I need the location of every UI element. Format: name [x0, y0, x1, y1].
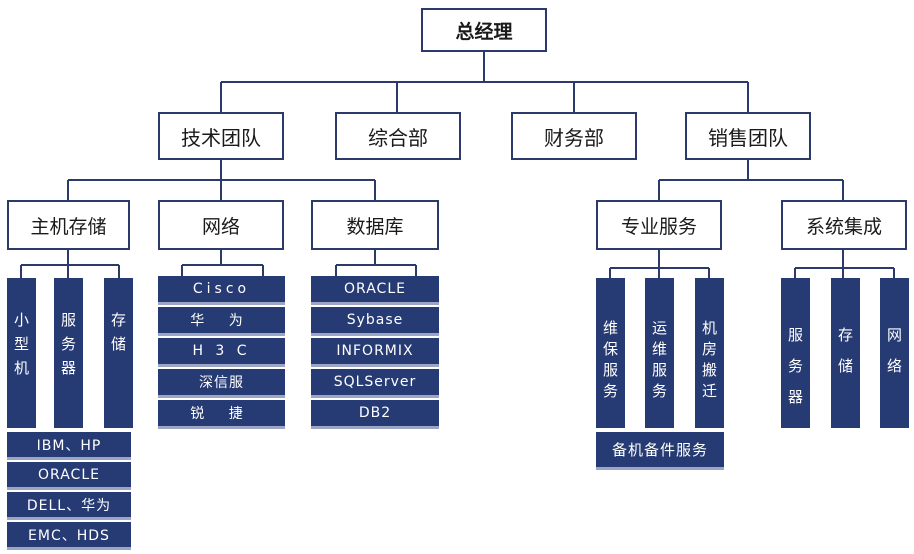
vertical-char: 服 — [602, 361, 618, 379]
vertical-char: 网 — [886, 326, 902, 344]
vertical-char: 务 — [60, 335, 76, 353]
vertical-char: 维 — [651, 340, 667, 358]
vertical-char: 机 — [13, 359, 29, 377]
host-col-minicomputer: 小型机 — [7, 278, 36, 428]
professional-col-operations: 运维服务 — [645, 278, 674, 428]
integration-col-storage: 存储 — [831, 278, 860, 428]
network-vendor-item: H 3 C — [158, 338, 285, 367]
database-vendor-item: INFORMIX — [311, 338, 439, 367]
vertical-char: 运 — [651, 319, 667, 337]
database-vendor-item: Sybase — [311, 307, 439, 336]
professional-col-relocation: 机房搬迁 — [695, 278, 724, 428]
network-vendor-item: 华 为 — [158, 307, 285, 336]
vertical-char: 存 — [110, 311, 126, 329]
vertical-char: 小 — [13, 311, 29, 329]
vertical-char: 务 — [787, 357, 803, 375]
root-node: 总经理 — [421, 8, 547, 52]
database-vendor-item: DB2 — [311, 400, 439, 429]
vertical-char: 机 — [701, 319, 717, 337]
network-vendor-item: Cisco — [158, 276, 285, 305]
dept-finance: 财务部 — [511, 112, 637, 160]
vertical-char: 务 — [651, 382, 667, 400]
integration-col-server: 服务器 — [781, 278, 810, 428]
vertical-char: 维 — [602, 319, 618, 337]
integration-col-network: 网络 — [880, 278, 909, 428]
host-vendor-item: EMC、HDS — [7, 522, 131, 550]
network-vendor-item: 深信服 — [158, 369, 285, 398]
vertical-char: 存 — [837, 326, 853, 344]
vertical-char: 器 — [787, 388, 803, 406]
database-vendor-item: SQLServer — [311, 369, 439, 398]
network-vendor-item: 锐 捷 — [158, 400, 285, 429]
vertical-char: 保 — [602, 340, 618, 358]
group-host-storage: 主机存储 — [7, 200, 130, 250]
professional-col-maintenance: 维保服务 — [596, 278, 625, 428]
host-vendor-item: DELL、华为 — [7, 492, 131, 520]
group-system-integration: 系统集成 — [781, 200, 907, 250]
dept-general: 综合部 — [335, 112, 461, 160]
vertical-char: 务 — [602, 382, 618, 400]
group-network: 网络 — [158, 200, 284, 250]
vertical-char: 房 — [701, 340, 717, 358]
vertical-char: 储 — [837, 357, 853, 375]
vertical-char: 服 — [60, 311, 76, 329]
group-professional-services: 专业服务 — [596, 200, 722, 250]
host-col-server: 服务器 — [54, 278, 83, 428]
group-database: 数据库 — [311, 200, 439, 250]
vertical-char: 迁 — [701, 382, 717, 400]
dept-sales: 销售团队 — [685, 112, 811, 160]
host-col-storage: 存储 — [104, 278, 133, 428]
vertical-char: 型 — [13, 335, 29, 353]
host-vendor-item: IBM、HP — [7, 432, 131, 460]
vertical-char: 搬 — [701, 361, 717, 379]
database-vendor-item: ORACLE — [311, 276, 439, 305]
vertical-char: 器 — [60, 359, 76, 377]
professional-footer: 备机备件服务 — [596, 432, 724, 470]
dept-tech: 技术团队 — [158, 112, 284, 160]
vertical-char: 储 — [110, 335, 126, 353]
vertical-char: 服 — [651, 361, 667, 379]
vertical-char: 络 — [886, 357, 902, 375]
host-vendor-item: ORACLE — [7, 462, 131, 490]
vertical-char: 服 — [787, 326, 803, 344]
